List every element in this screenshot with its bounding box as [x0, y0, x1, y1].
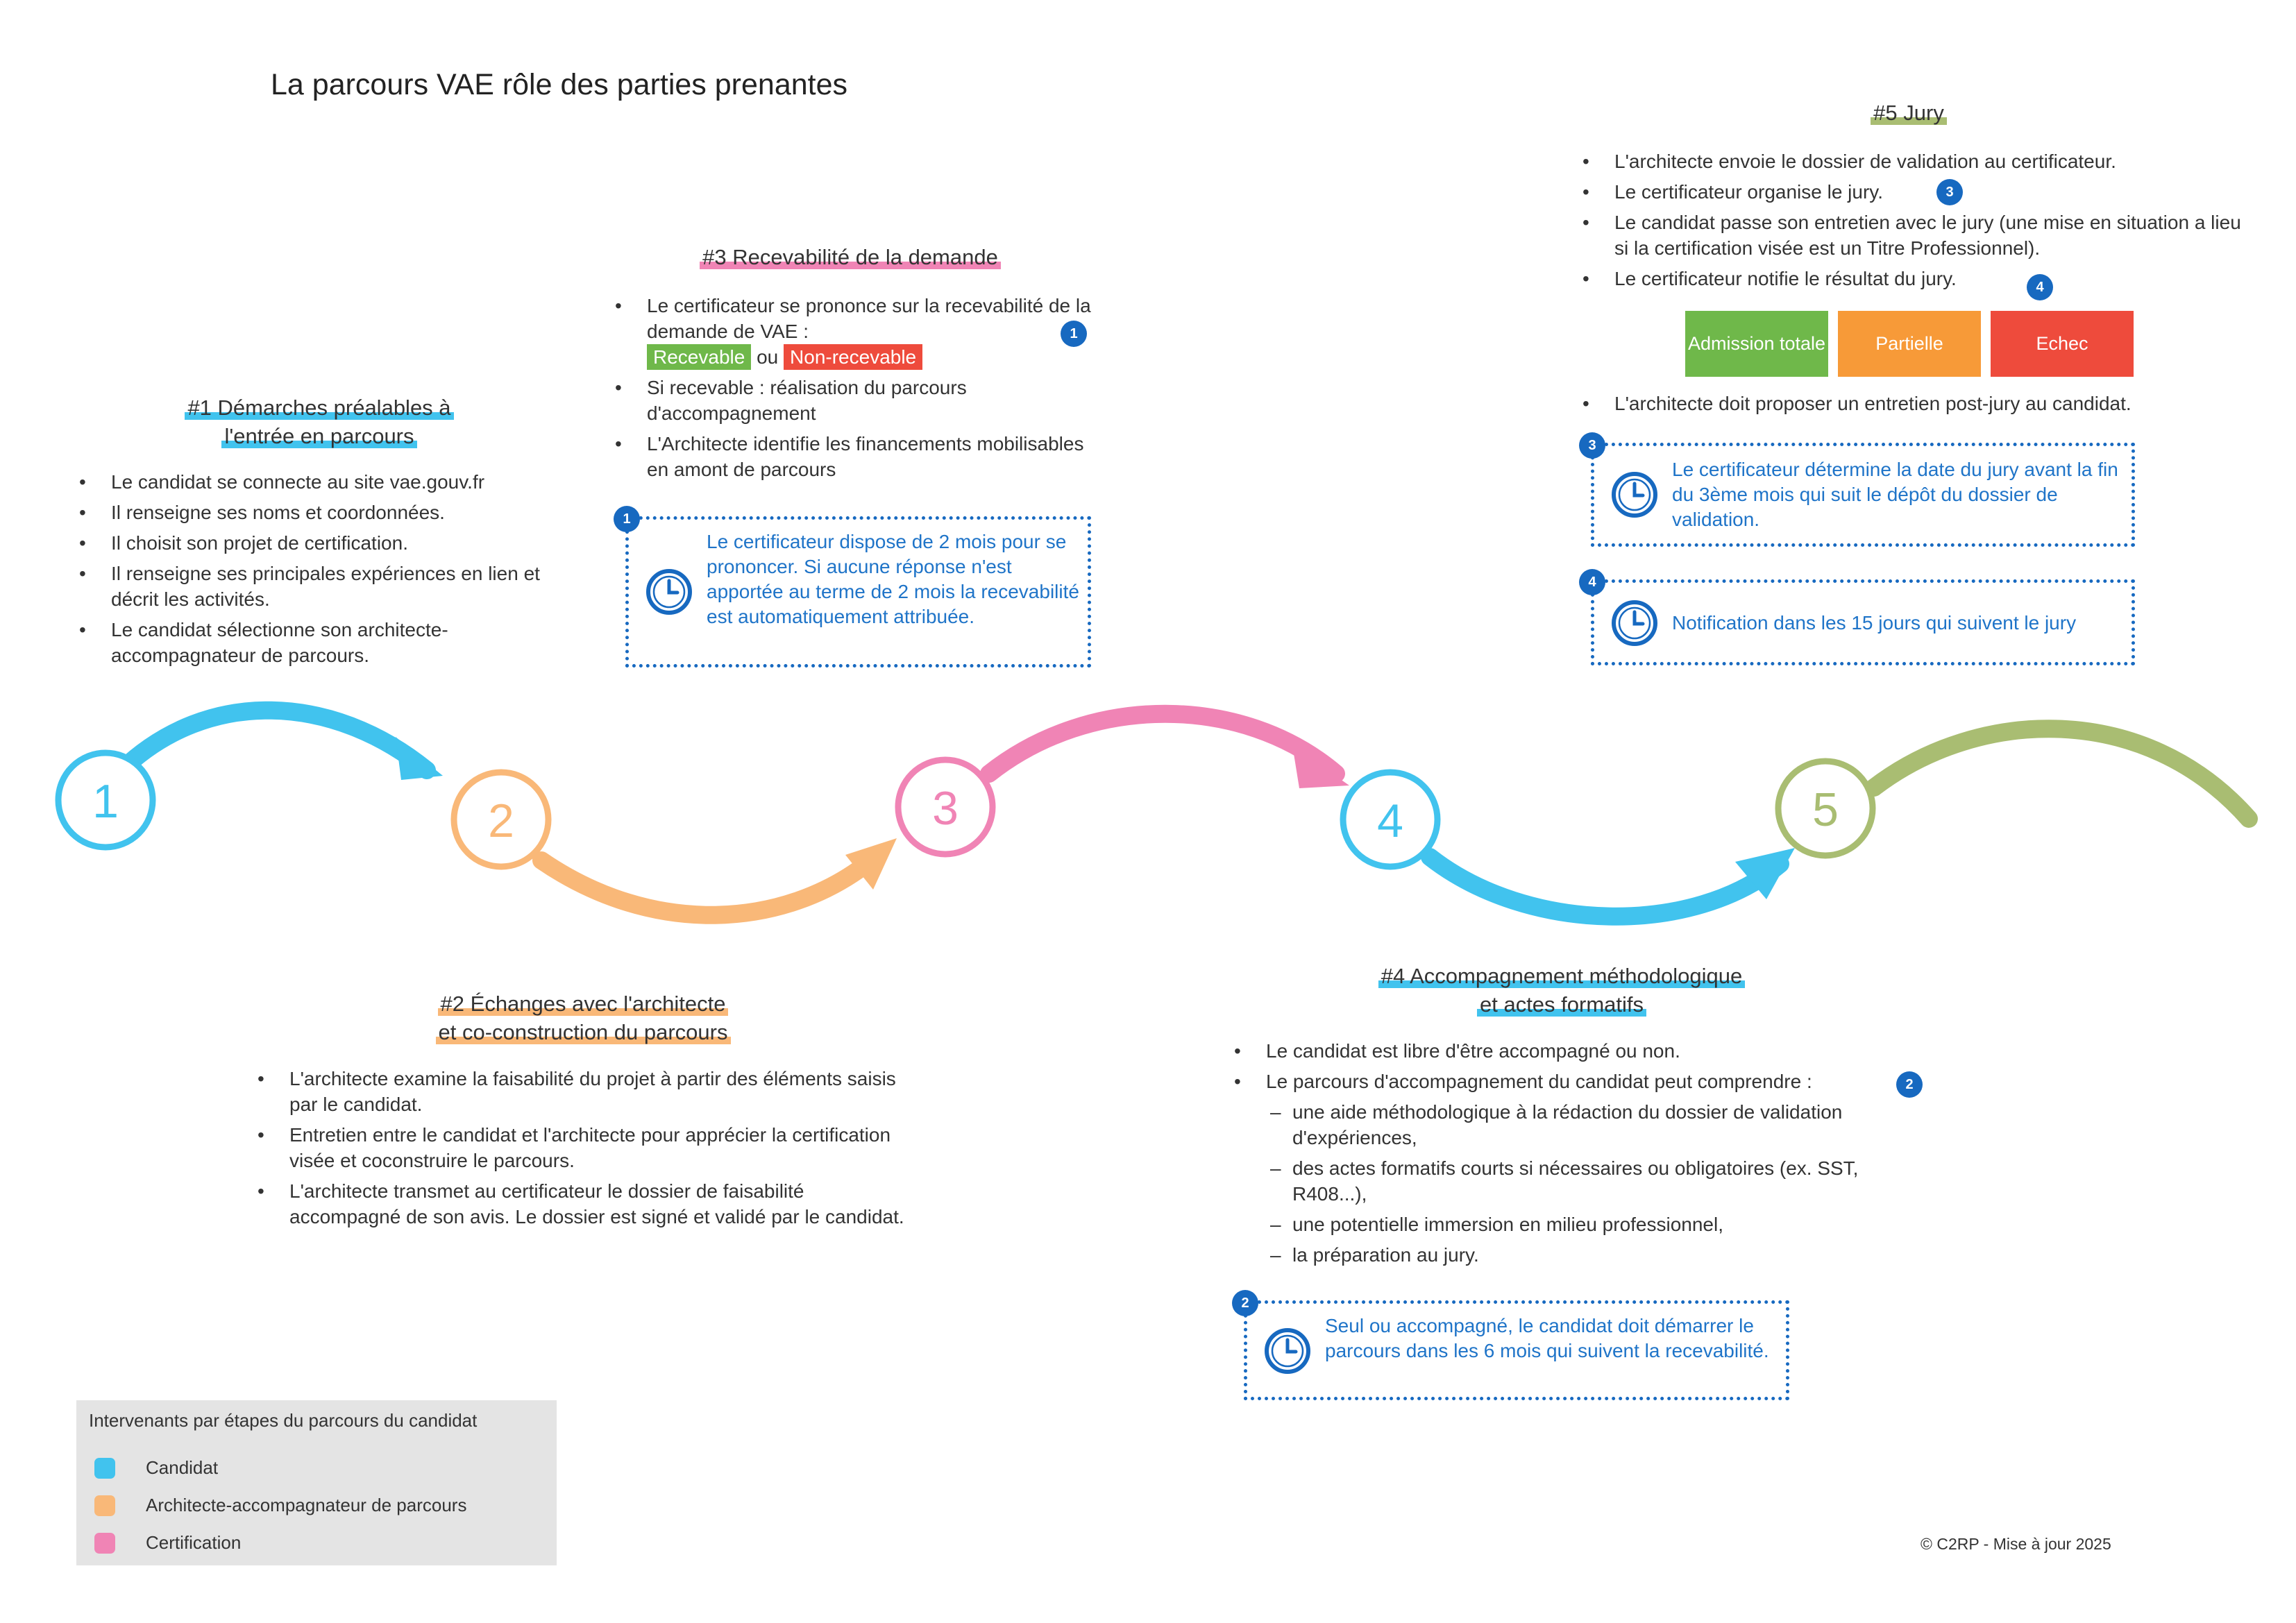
step3-list: Le certificateur se prononce sur la rece… — [611, 293, 1097, 487]
curve-5-end — [1865, 720, 2258, 828]
legend-swatch — [94, 1457, 115, 1479]
footer-copyright: © C2RP - Mise à jour 2025 — [1921, 1535, 2111, 1553]
step5-note-3: 3 Le certificateur détermine la date du … — [1579, 432, 2135, 547]
step-number-2: 2 — [488, 794, 514, 847]
note-text: Seul ou accompagné, le candidat doit dém… — [1325, 1315, 1769, 1361]
list-item: Entretien entre le candidat et l'archite… — [253, 1122, 920, 1173]
step-circle-3 — [895, 756, 996, 858]
step5-note-4: 4 Notification dans les 15 jours qui sui… — [1579, 569, 2135, 665]
list-item: Le certificateur se prononce sur la rece… — [611, 293, 1097, 370]
step-number-1: 1 — [92, 775, 119, 828]
list-item: Si recevable : réalisation du parcours d… — [611, 375, 1097, 426]
step4-list: Le candidat est libre d'être accompagné … — [1230, 1038, 1924, 1099]
page-title: La parcours VAE rôle des parties prenant… — [271, 68, 848, 101]
list-item: Le candidat est libre d'être accompagné … — [1230, 1038, 1924, 1064]
step5-title: #5 Jury — [1805, 99, 2013, 127]
legend-item-candidat: Candidat — [94, 1457, 218, 1479]
legend-title: Intervenants par étapes du parcours du c… — [89, 1410, 478, 1431]
list-item: Le candidat se connecte au site vae.gouv… — [75, 469, 547, 495]
clock-icon — [1265, 1328, 1310, 1374]
list-item: Il renseigne ses noms et coordonnées. — [75, 500, 547, 525]
note-badge: 3 — [1579, 432, 1605, 459]
result-partielle: Partielle — [1838, 311, 1981, 377]
list-item: une aide méthodologique à la rédaction d… — [1270, 1099, 1881, 1150]
clock-icon — [1612, 600, 1657, 646]
list-item: Le certificateur organise le jury. — [1578, 179, 2245, 205]
result-admission-totale: Admission totale — [1685, 311, 1828, 377]
note-text: Notification dans les 15 jours qui suive… — [1672, 612, 2077, 634]
list-item: des actes formatifs courts si nécessaire… — [1270, 1155, 1881, 1207]
legend: Intervenants par étapes du parcours du c… — [76, 1400, 557, 1565]
step-number-4: 4 — [1377, 794, 1403, 847]
list-item: Le parcours d'accompagnement du candidat… — [1230, 1069, 1924, 1094]
step-circle-2 — [450, 769, 552, 870]
step-number-3: 3 — [932, 782, 959, 835]
legend-swatch — [94, 1532, 115, 1554]
tag-or: ou — [757, 346, 779, 368]
list-item: L'Architecte identifie les financements … — [611, 431, 1097, 482]
tag-non-recevable: Non-recevable — [784, 344, 923, 370]
step4-sublist: une aide méthodologique à la rédaction d… — [1270, 1099, 1881, 1273]
curve-1-2 — [112, 701, 436, 779]
note-badge: 4 — [1579, 569, 1605, 595]
reference-badge: 2 — [1896, 1071, 1923, 1098]
curve-4-5 — [1421, 848, 1789, 926]
arrow-1-2 — [396, 737, 443, 780]
reference-badge: 1 — [1061, 321, 1087, 347]
arrow-4-5 — [1735, 848, 1795, 899]
step-circle-1 — [55, 749, 156, 851]
step5-list-end: L'architecte doit proposer un entretien … — [1578, 391, 2245, 421]
step3-title: #3 Recevabilité de la demande — [625, 243, 1076, 271]
list-item: Il choisit son projet de certification. — [75, 530, 547, 556]
step3-note: 1 Le certificateur dispose de 2 mois pou… — [614, 506, 1091, 668]
list-item: L'architecte doit proposer un entretien … — [1578, 391, 2245, 416]
list-item: L'architecte transmet au certificateur l… — [253, 1178, 920, 1230]
step1-list: Le candidat se connecte au site vae.gouv… — [75, 469, 547, 673]
arrow-2-3 — [845, 838, 897, 890]
list-item: Le candidat passe son entretien avec le … — [1578, 210, 2245, 261]
step-circle-4 — [1340, 769, 1441, 870]
list-item: Le certificateur notifie le résultat du … — [1578, 266, 2245, 291]
legend-swatch — [94, 1495, 115, 1516]
list-item: Il renseigne ses principales expériences… — [75, 561, 547, 612]
reference-badge: 4 — [2027, 274, 2053, 300]
note-text: Le certificateur détermine la date du ju… — [1672, 459, 2118, 530]
timeline: 1 2 3 4 5 — [55, 701, 2258, 926]
step5-list: L'architecte envoie le dossier de valida… — [1578, 148, 2245, 296]
step2-list: L'architecte examine la faisabilité du p… — [253, 1066, 920, 1234]
tag-recevable: Recevable — [647, 344, 752, 370]
list-item: L'architecte envoie le dossier de valida… — [1578, 148, 2245, 174]
note-badge: 2 — [1232, 1290, 1258, 1316]
note-badge: 1 — [614, 506, 640, 532]
curve-3-4 — [980, 704, 1345, 783]
step-number-5: 5 — [1812, 783, 1839, 836]
arrow-3-4 — [1292, 745, 1349, 788]
list-item: la préparation au jury. — [1270, 1242, 1881, 1268]
legend-item-architecte: Architecte-accompagnateur de parcours — [94, 1495, 466, 1516]
step4-note: 2 Seul ou accompagné, le candidat doit d… — [1232, 1290, 1789, 1400]
note-text: Le certificateur dispose de 2 mois pour … — [707, 531, 1079, 627]
step-circle-5 — [1775, 758, 1876, 859]
curve-2-3 — [532, 851, 880, 924]
list-item: L'architecte examine la faisabilité du p… — [253, 1066, 920, 1117]
list-item: Le candidat sélectionne son architecte-a… — [75, 617, 547, 668]
legend-item-certification: Certification — [94, 1532, 241, 1554]
list-item: une potentielle immersion en milieu prof… — [1270, 1212, 1881, 1237]
clock-icon — [1612, 472, 1657, 518]
result-echec: Echec — [1991, 311, 2134, 377]
reference-badge: 3 — [1936, 179, 1963, 205]
clock-icon — [646, 569, 692, 615]
